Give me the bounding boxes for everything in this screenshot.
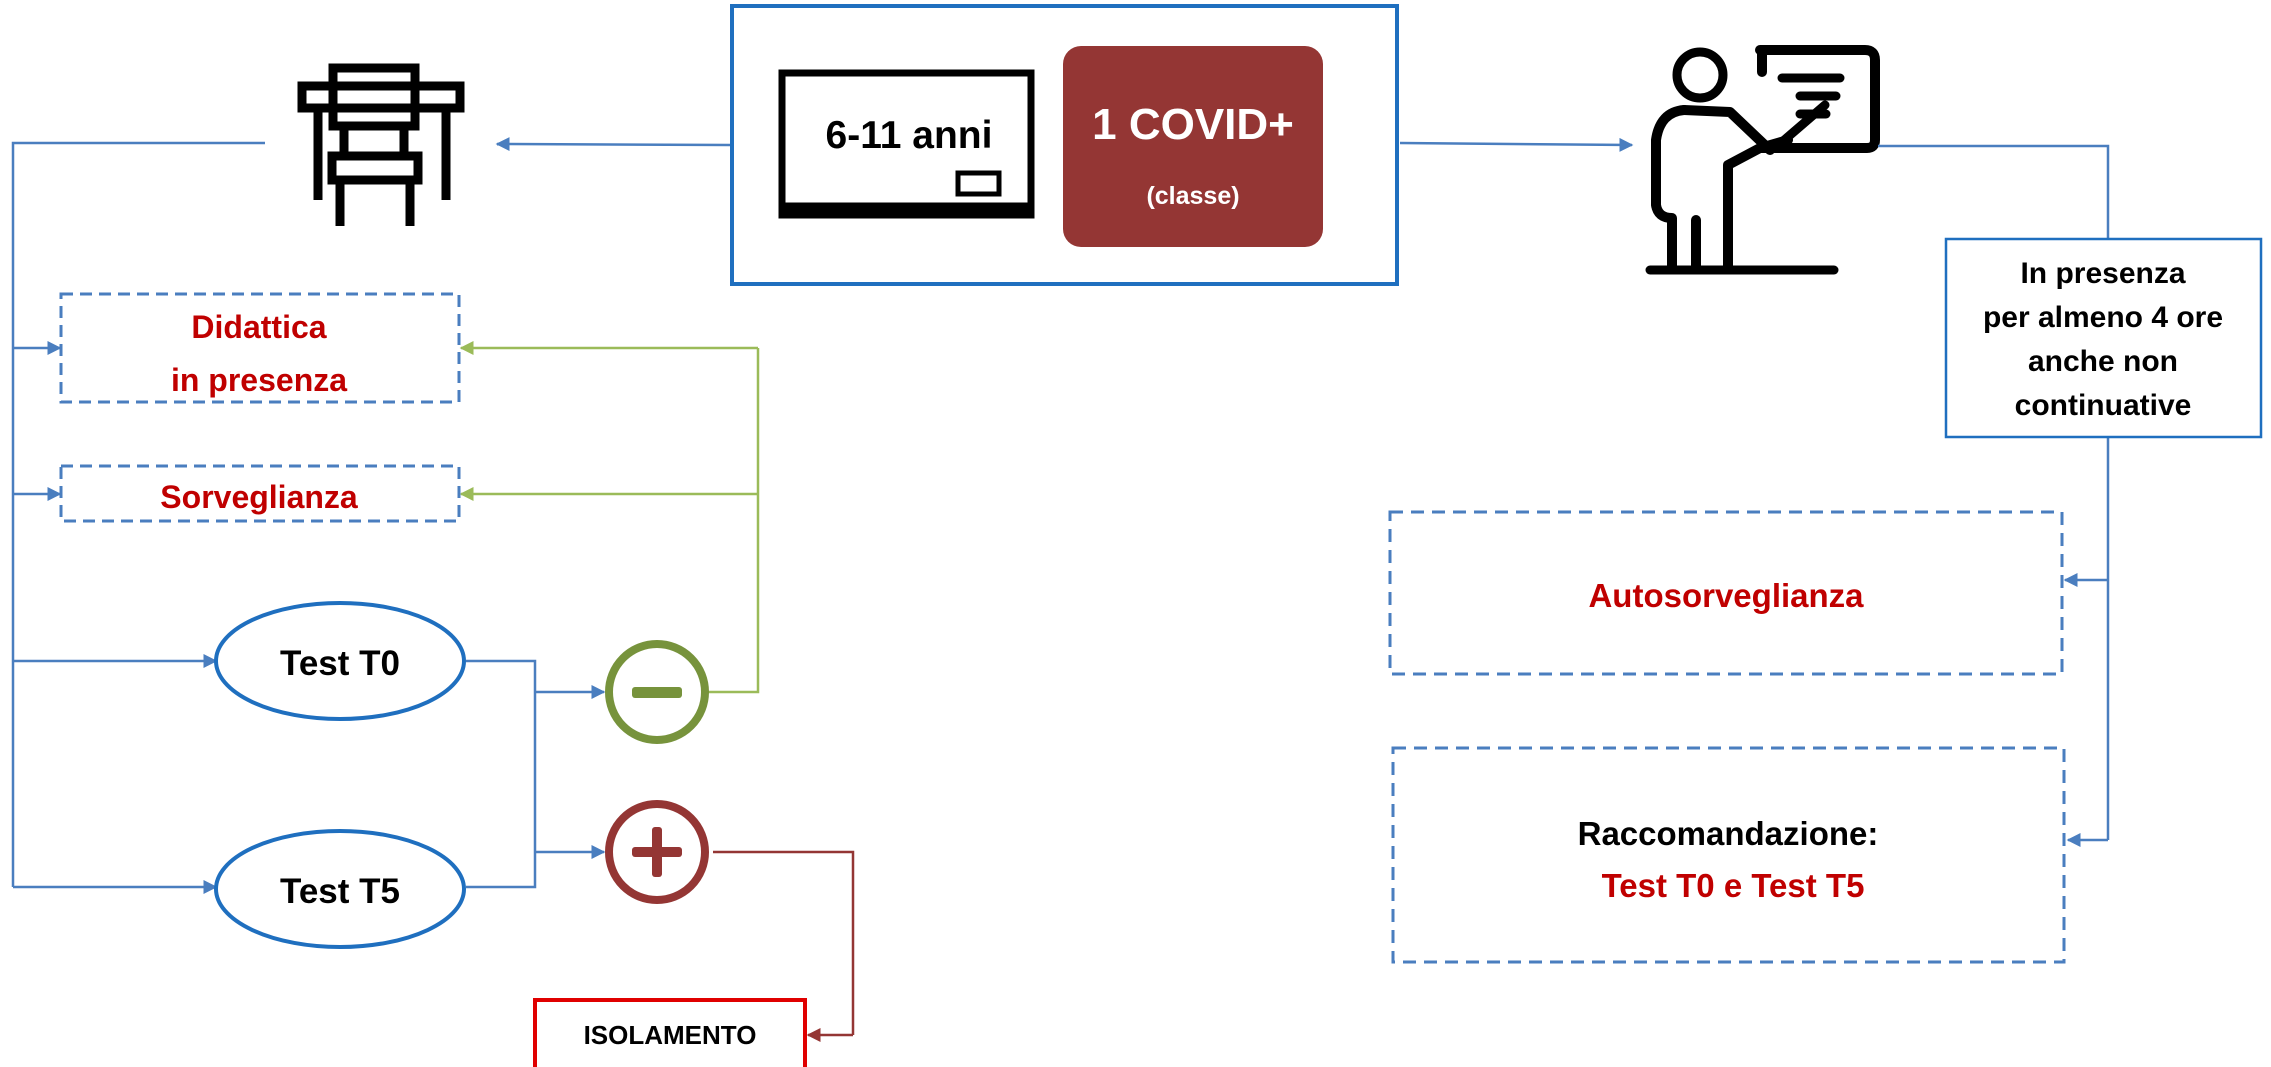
autosorveglianza-label: Autosorveglianza	[1588, 577, 1864, 614]
case-sub-label: (classe)	[1146, 182, 1239, 210]
blackboard-icon	[778, 69, 1035, 219]
condition-line-2: per almeno 4 ore	[1983, 301, 2223, 334]
isolamento-label: ISOLAMENTO	[584, 1020, 757, 1050]
presence-condition-box: In presenza per almeno 4 ore anche non c…	[1944, 237, 2263, 439]
test-t5-label: Test T5	[280, 872, 400, 911]
student-flow-lines	[11, 141, 606, 894]
positive-path-line	[713, 850, 855, 1042]
plus-circle-icon	[605, 800, 709, 904]
case-badge	[1063, 46, 1323, 247]
isolamento-box: ISOLAMENTO	[533, 998, 807, 1067]
age-range-label: 6-11 anni	[826, 114, 993, 157]
autosorveglianza-box: Autosorveglianza	[1388, 510, 2064, 676]
didattica-label-line2: in presenza	[171, 362, 347, 398]
condition-line-3: anche non	[2028, 345, 2178, 378]
header-connectors	[495, 137, 1634, 152]
desk-chair-icon	[297, 63, 465, 226]
minus-circle-icon	[605, 640, 709, 744]
didattica-box: Didattica in presenza	[59, 292, 461, 404]
teacher-icon	[1645, 45, 1880, 275]
teacher-flow-lines	[1878, 144, 2110, 847]
recommendation-detail: Test T0 e Test T5	[1602, 867, 1865, 904]
recommendation-title: Raccomandazione:	[1578, 815, 1879, 852]
test-t0-label: Test T0	[280, 644, 400, 683]
case-label: 1 COVID+	[1092, 100, 1294, 149]
condition-line-1: In presenza	[2020, 257, 2185, 290]
test-t0-node: Test T0	[214, 601, 466, 721]
condition-line-4: continuative	[2015, 389, 2192, 422]
negative-feedback-lines	[459, 341, 760, 694]
sorveglianza-label: Sorveglianza	[160, 479, 358, 515]
header-box: 6-11 anni 1 COVID+ (classe)	[730, 4, 1399, 286]
recommendation-box: Raccomandazione: Test T0 e Test T5	[1391, 746, 2066, 964]
test-t5-node: Test T5	[214, 829, 466, 949]
didattica-label-line1: Didattica	[191, 309, 326, 345]
sorveglianza-box: Sorveglianza	[59, 464, 461, 523]
